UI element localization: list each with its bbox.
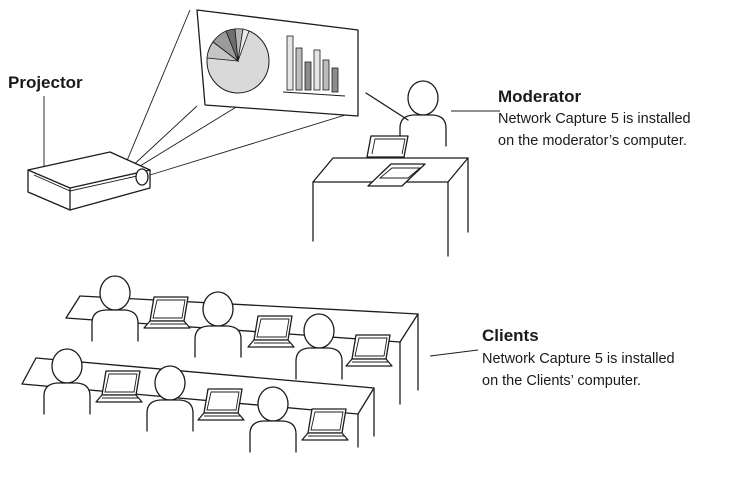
- clients-leader-line: [429, 349, 479, 357]
- pie-chart-graphic: [206, 28, 270, 94]
- clients-desc-line2: on the Clients’ computer.: [482, 373, 642, 389]
- clients-back-row: [91, 275, 393, 380]
- moderator-title: Moderator: [498, 87, 582, 106]
- projector-label: Projector: [8, 73, 83, 92]
- moderator-desc-line1: Network Capture 5 is installed: [498, 111, 691, 127]
- projector-device: [27, 151, 151, 211]
- moderator-desc-line2: on the moderator’s computer.: [498, 133, 687, 149]
- moderator-laptop: [366, 135, 426, 187]
- moderator-person: [365, 80, 447, 147]
- bar-chart-graphic: [282, 35, 346, 97]
- clients-title: Clients: [482, 326, 539, 345]
- clients-desc-line1: Network Capture 5 is installed: [482, 351, 675, 367]
